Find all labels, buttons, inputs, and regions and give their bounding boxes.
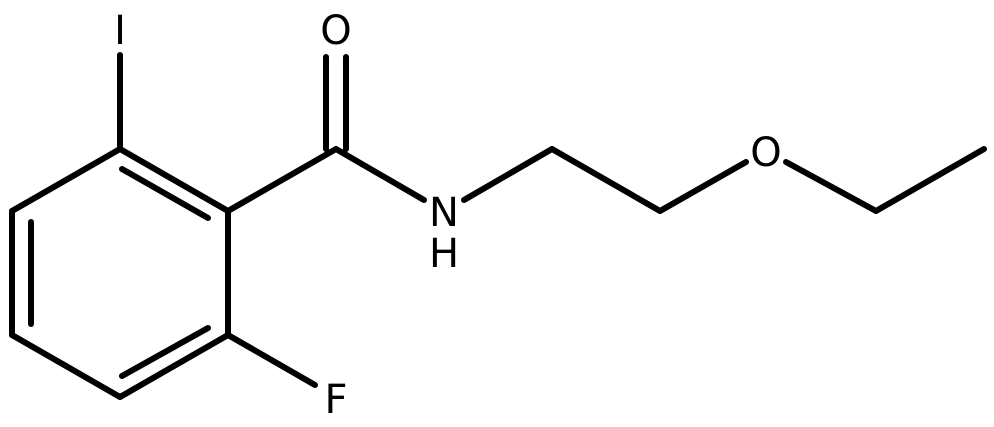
ring-double-bond-c1-c2 (119, 166, 211, 221)
ring-bond-c2-c3 (9, 146, 123, 214)
bond-ch2-ch2 (549, 146, 663, 214)
bond-ether-oxygen-ch2 (783, 159, 879, 214)
ring-bond-c1-c2 (117, 146, 231, 214)
bond-ch2-ether-oxygen (657, 159, 749, 214)
bond-c1-carbonyl-carbon (225, 146, 339, 214)
carbonyl-oxygen-label: O (320, 8, 351, 54)
ether-oxygen-label: O (750, 130, 781, 176)
ring-double-bond-c5-c6 (119, 325, 211, 379)
ring-bond-c4-c5 (9, 332, 123, 400)
bond-carbonyl-nitrogen (333, 146, 427, 203)
fluorine-label: F (324, 377, 347, 423)
amide-nitrogen-label: N (429, 190, 459, 236)
iodine-label: I (114, 8, 126, 54)
bond-nitrogen-ch2 (461, 146, 555, 203)
amide-hydrogen-label: H (429, 231, 459, 277)
bond-ethyl-ch2-ch3 (873, 146, 987, 214)
bond-c6-fluorine (225, 332, 318, 388)
ring-bond-c5-c6 (117, 332, 231, 400)
